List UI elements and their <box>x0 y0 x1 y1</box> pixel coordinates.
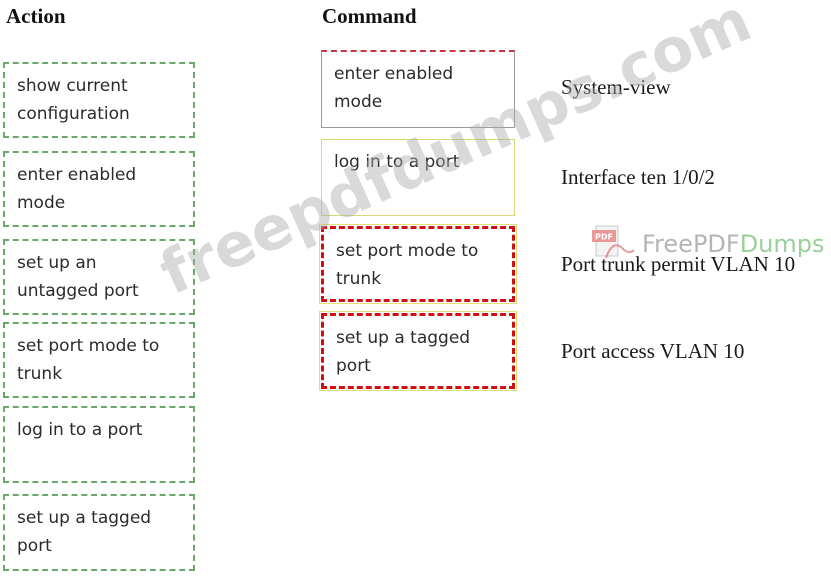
action-item-line: mode <box>17 193 66 213</box>
action-item-line: port <box>17 536 52 556</box>
action-item-line: enter enabled <box>17 165 137 185</box>
action-item-show-current-configuration[interactable]: show current configuration <box>3 62 195 138</box>
command-slot-line: enter enabled <box>334 64 454 84</box>
action-item-line: trunk <box>17 364 63 384</box>
action-item-set-port-mode-trunk[interactable]: set port mode to trunk <box>3 322 195 398</box>
action-item-set-up-untagged-port[interactable]: set up an untagged port <box>3 239 195 315</box>
action-item-line: configuration <box>17 104 130 124</box>
pdf-icon-label: PDF <box>595 233 613 242</box>
command-slot-1[interactable]: enter enabled mode <box>321 50 515 128</box>
command-slot-line: set up a tagged <box>336 328 471 348</box>
command-port-trunk-permit: Port trunk permit VLAN 10 <box>561 252 796 276</box>
action-item-enter-enabled-mode[interactable]: enter enabled mode <box>3 151 195 227</box>
command-port-access-vlan: Port access VLAN 10 <box>561 339 745 363</box>
action-item-line: set up an <box>17 253 97 273</box>
command-slot-4[interactable]: set up a tagged port <box>319 311 517 391</box>
command-heading: Command <box>322 4 417 28</box>
command-slot-3[interactable]: set port mode to trunk <box>319 224 517 304</box>
command-slot-line: trunk <box>336 269 382 289</box>
action-item-line: untagged port <box>17 281 139 301</box>
action-item-set-up-tagged-port[interactable]: set up a tagged port <box>3 494 195 571</box>
action-item-line: set port mode to <box>17 336 160 356</box>
command-system-view: System-view <box>561 75 671 99</box>
command-interface-ten: Interface ten 1/0/2 <box>561 165 715 189</box>
command-slot-line: mode <box>334 92 383 112</box>
command-slot-line: port <box>336 356 371 376</box>
command-slot-2[interactable]: log in to a port <box>321 139 515 216</box>
action-item-line: log in to a port <box>17 420 143 440</box>
command-slot-line: set port mode to <box>336 241 479 261</box>
action-item-line: show current <box>17 76 128 96</box>
action-item-log-in-to-port[interactable]: log in to a port <box>3 406 195 483</box>
action-item-line: set up a tagged <box>17 508 152 528</box>
action-heading: Action <box>6 4 66 28</box>
command-slot-line: log in to a port <box>334 152 460 172</box>
